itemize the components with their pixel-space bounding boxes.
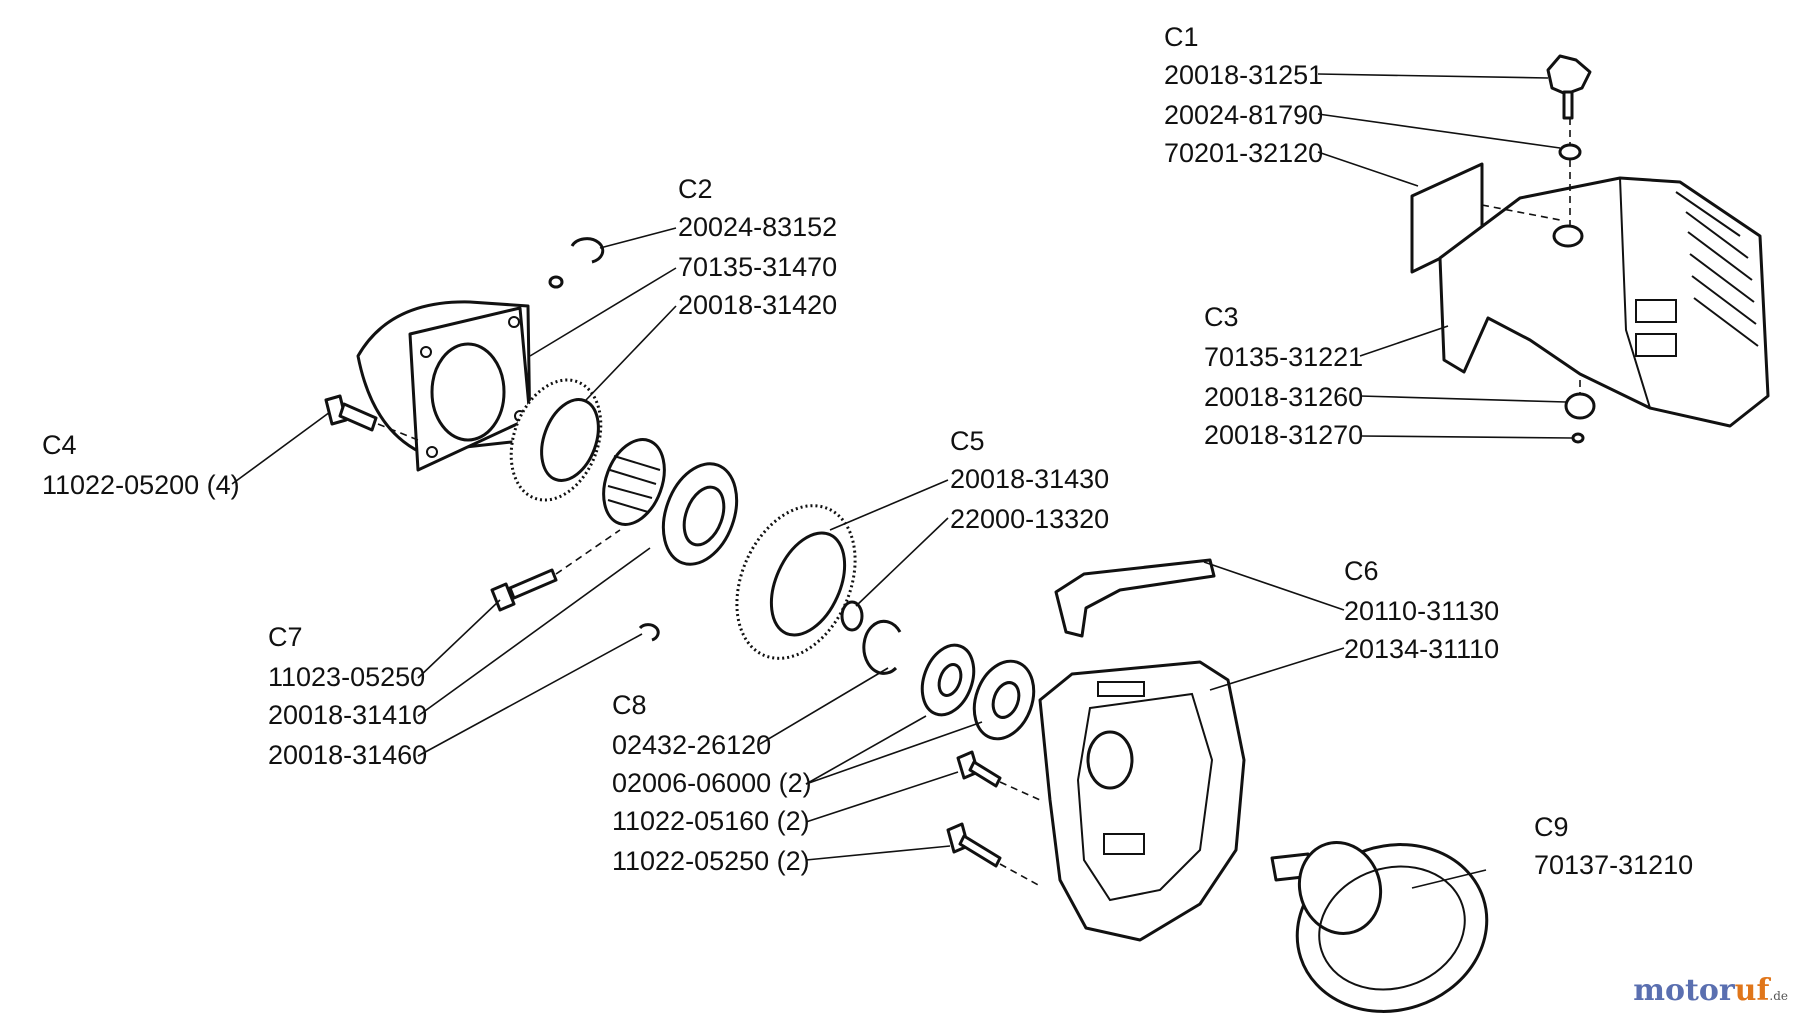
part-number-label: 20018-31410 bbox=[268, 700, 428, 730]
part-number-label: 02432-26120 bbox=[612, 730, 772, 760]
small-ring-part bbox=[1571, 432, 1585, 444]
knob-part bbox=[1546, 54, 1592, 120]
part-number-label: 70135-31221 bbox=[1204, 342, 1364, 372]
part-number-label: 20018-31420 bbox=[678, 290, 838, 320]
bolt-c8a-part bbox=[956, 750, 1002, 788]
bolt-c8b-part bbox=[946, 822, 1002, 868]
group-label-c1: C1 bbox=[1164, 22, 1199, 52]
group-label-c3: C3 bbox=[1204, 302, 1239, 332]
clutch-ring-part bbox=[735, 504, 857, 660]
small-clip-part bbox=[548, 275, 564, 289]
part-number-label: 70137-31210 bbox=[1534, 850, 1694, 880]
clutch-shoe-part bbox=[509, 378, 603, 502]
group-label-c9: C9 bbox=[1534, 812, 1569, 842]
watermark-suffix: .de bbox=[1769, 989, 1788, 1003]
group-label-c5: C5 bbox=[950, 426, 985, 456]
nut-part bbox=[1564, 392, 1596, 420]
part-number-label: 20018-31460 bbox=[268, 740, 428, 770]
clutch-drum-part bbox=[1270, 841, 1489, 1013]
clutch-spring-part bbox=[602, 438, 739, 566]
part-number-label: 11022-05250 (2) bbox=[612, 846, 810, 876]
crankcase-part bbox=[1038, 660, 1246, 942]
part-number-label: 11022-05160 (2) bbox=[612, 806, 810, 836]
watermark-accent: uf bbox=[1734, 973, 1770, 1008]
part-number-label: 20018-31260 bbox=[1204, 382, 1364, 412]
washer-part bbox=[1558, 143, 1582, 161]
clutch-housing-part bbox=[356, 300, 532, 472]
part-number-label: 11022-05200 (4) bbox=[42, 470, 240, 500]
engine-cover-part bbox=[1438, 176, 1770, 428]
watermark-logo: motoruf.de bbox=[1633, 976, 1788, 1006]
group-label-c2: C2 bbox=[678, 174, 713, 204]
part-number-label: 20018-31251 bbox=[1164, 60, 1324, 90]
part-number-label: 70135-31470 bbox=[678, 252, 838, 282]
part-number-label: 20018-31430 bbox=[950, 464, 1110, 494]
group-label-c6: C6 bbox=[1344, 556, 1379, 586]
small-washer-c5-part bbox=[840, 600, 864, 632]
part-number-label: 22000-13320 bbox=[950, 504, 1110, 534]
part-number-label: 20134-31110 bbox=[1344, 634, 1500, 664]
bolt-c4-part bbox=[324, 394, 378, 432]
part-number-label: 20110-31130 bbox=[1344, 596, 1500, 626]
bracket-part bbox=[1054, 558, 1216, 638]
group-label-c8: C8 bbox=[612, 690, 647, 720]
part-number-label: 70201-32120 bbox=[1164, 138, 1324, 168]
small-clip-c7-part bbox=[638, 623, 660, 642]
part-number-label: 20024-81790 bbox=[1164, 100, 1324, 130]
watermark-main: motor bbox=[1633, 973, 1735, 1008]
part-number-label: 20018-31270 bbox=[1204, 420, 1364, 450]
bearing-part bbox=[920, 643, 1036, 741]
bolt-c7-part bbox=[490, 568, 558, 612]
part-number-label: 11023-05250 bbox=[268, 662, 426, 692]
part-number-label: 20024-83152 bbox=[678, 212, 838, 242]
group-label-c4: C4 bbox=[42, 430, 77, 460]
part-number-label: 02006-06000 (2) bbox=[612, 768, 812, 798]
group-label-c7: C7 bbox=[268, 622, 303, 652]
leader-lines bbox=[231, 73, 1573, 889]
circlip-part bbox=[570, 237, 605, 264]
circlip-c8-part bbox=[862, 619, 902, 675]
